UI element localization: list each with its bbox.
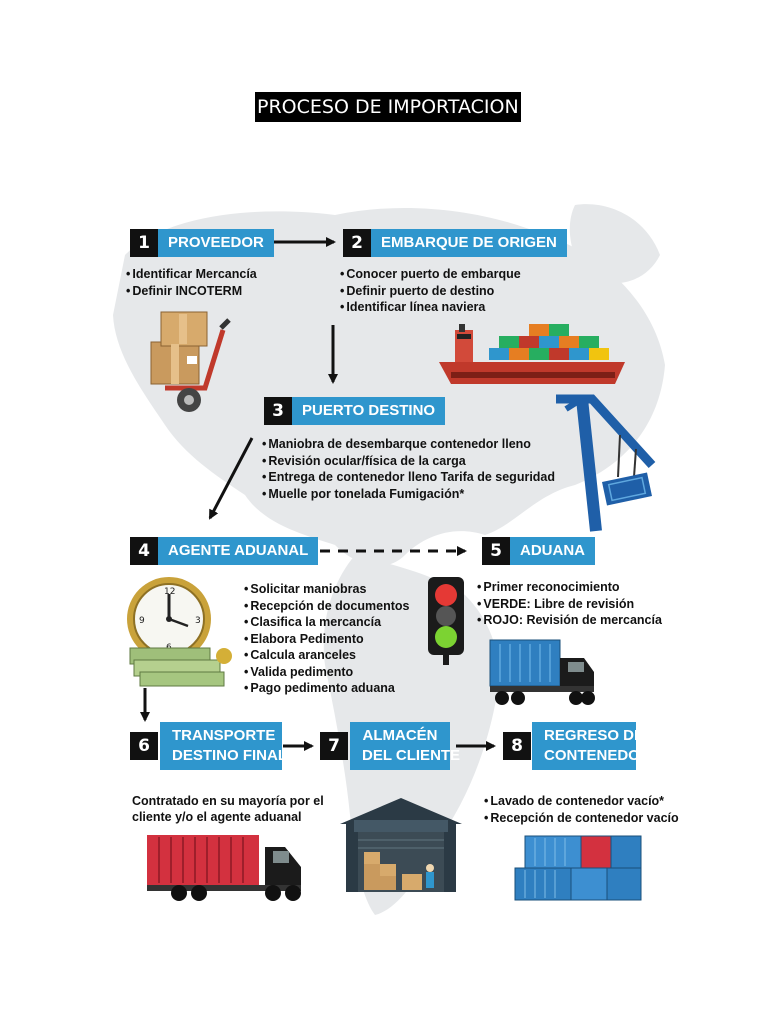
- step-6-number: 6: [130, 732, 158, 760]
- hand-truck-boxes-icon: [150, 311, 231, 412]
- step-6-label-line: TRANSPORTE: [172, 727, 276, 744]
- list-item: Revisión ocular/física de la carga: [262, 453, 555, 470]
- step-1-list: Identificar Mercancía Definir INCOTERM: [126, 266, 257, 300]
- step-4-number: 4: [130, 537, 158, 565]
- step-6-text-line: cliente y/o el agente aduanal: [132, 810, 302, 824]
- list-item: Lavado de contenedor vacío*: [484, 793, 679, 810]
- step-7-label-line: DEL CLIENTE: [362, 747, 461, 764]
- step-8-label-line: REGRESO DE: [544, 727, 645, 744]
- step-8-label-line: CONTENEDOR: [544, 747, 651, 764]
- list-item: ROJO: Revisión de mercancía: [477, 612, 662, 629]
- step-7-label-line: ALMACÉN: [362, 727, 438, 744]
- svg-text:3: 3: [195, 616, 201, 626]
- list-item: Solicitar maniobras: [244, 581, 409, 598]
- step-2-label: EMBARQUE DE ORIGEN: [371, 229, 567, 257]
- list-item: Identificar Mercancía: [126, 266, 256, 283]
- list-item: Valida pedimento: [244, 664, 409, 681]
- container-truck-icon: [147, 835, 301, 901]
- step-2-number: 2: [343, 229, 371, 257]
- step-4-label: AGENTE ADUANAL: [158, 537, 319, 565]
- list-item: Pago pedimento aduana: [244, 680, 409, 697]
- port-crane-icon: [556, 394, 656, 532]
- step-1-number: 1: [130, 229, 158, 257]
- arrow-3-to-4: [208, 437, 254, 520]
- step-6-label-line: DESTINO FINAL: [172, 747, 287, 764]
- list-item: VERDE: Libre de revisión: [477, 596, 662, 613]
- list-item: Definir INCOTERM: [126, 283, 257, 300]
- svg-text:12: 12: [164, 587, 175, 597]
- step-5-list: Primer reconocimiento VERDE: Libre de re…: [477, 579, 662, 629]
- list-item: Recepción de contenedor vacío: [484, 810, 678, 827]
- step-4-list: Solicitar maniobras Recepción de documen…: [244, 581, 409, 697]
- list-item: Conocer puerto de embarque: [340, 266, 520, 283]
- list-item: Clasifica la mercancía: [244, 614, 409, 631]
- step-5-label: ADUANA: [510, 537, 595, 565]
- step-6-label: TRANSPORTE DESTINO FINAL: [160, 722, 287, 770]
- list-item: Maniobra de desembarque contenedor lleno: [262, 436, 555, 453]
- step-5-number: 5: [482, 537, 510, 565]
- list-item: Recepción de documentos: [244, 598, 409, 615]
- step-8-list: Lavado de contenedor vacío* Recepción de…: [484, 793, 679, 827]
- warehouse-icon: [340, 798, 462, 892]
- step-1-label: PROVEEDOR: [158, 229, 274, 257]
- list-item: Calcula aranceles: [244, 647, 409, 664]
- step-6-text-line: Contratado en su mayoría por el: [132, 794, 324, 808]
- cargo-ship-icon: [439, 324, 625, 384]
- container-truck-icon: [489, 639, 595, 705]
- container-stack-icon: [514, 835, 642, 901]
- step-7-number: 7: [320, 732, 348, 760]
- step-3-number: 3: [264, 397, 292, 425]
- list-item: Elabora Pedimento: [244, 631, 409, 648]
- list-item: Primer reconocimiento: [477, 579, 662, 596]
- traffic-light-icon: [428, 577, 464, 665]
- list-item: Identificar línea naviera: [340, 299, 521, 316]
- step-2-list: Conocer puerto de embarque Definir puert…: [340, 266, 521, 316]
- page-title: PROCESO DE IMPORTACION: [255, 92, 521, 122]
- step-3-label: PUERTO DESTINO: [292, 397, 446, 425]
- clock-money-icon: 12369: [127, 577, 232, 687]
- list-item: Muelle por tonelada Fumigación*: [262, 486, 555, 503]
- step-8-label: REGRESO DE CONTENEDOR: [532, 722, 651, 770]
- svg-text:9: 9: [139, 616, 145, 626]
- step-8-number: 8: [503, 732, 531, 760]
- step-3-list: Maniobra de desembarque contenedor lleno…: [262, 436, 555, 502]
- list-item: Definir puerto de destino: [340, 283, 521, 300]
- list-item: Entrega de contenedor lleno Tarifa de se…: [262, 469, 555, 486]
- step-7-label: ALMACÉN DEL CLIENTE: [350, 722, 461, 770]
